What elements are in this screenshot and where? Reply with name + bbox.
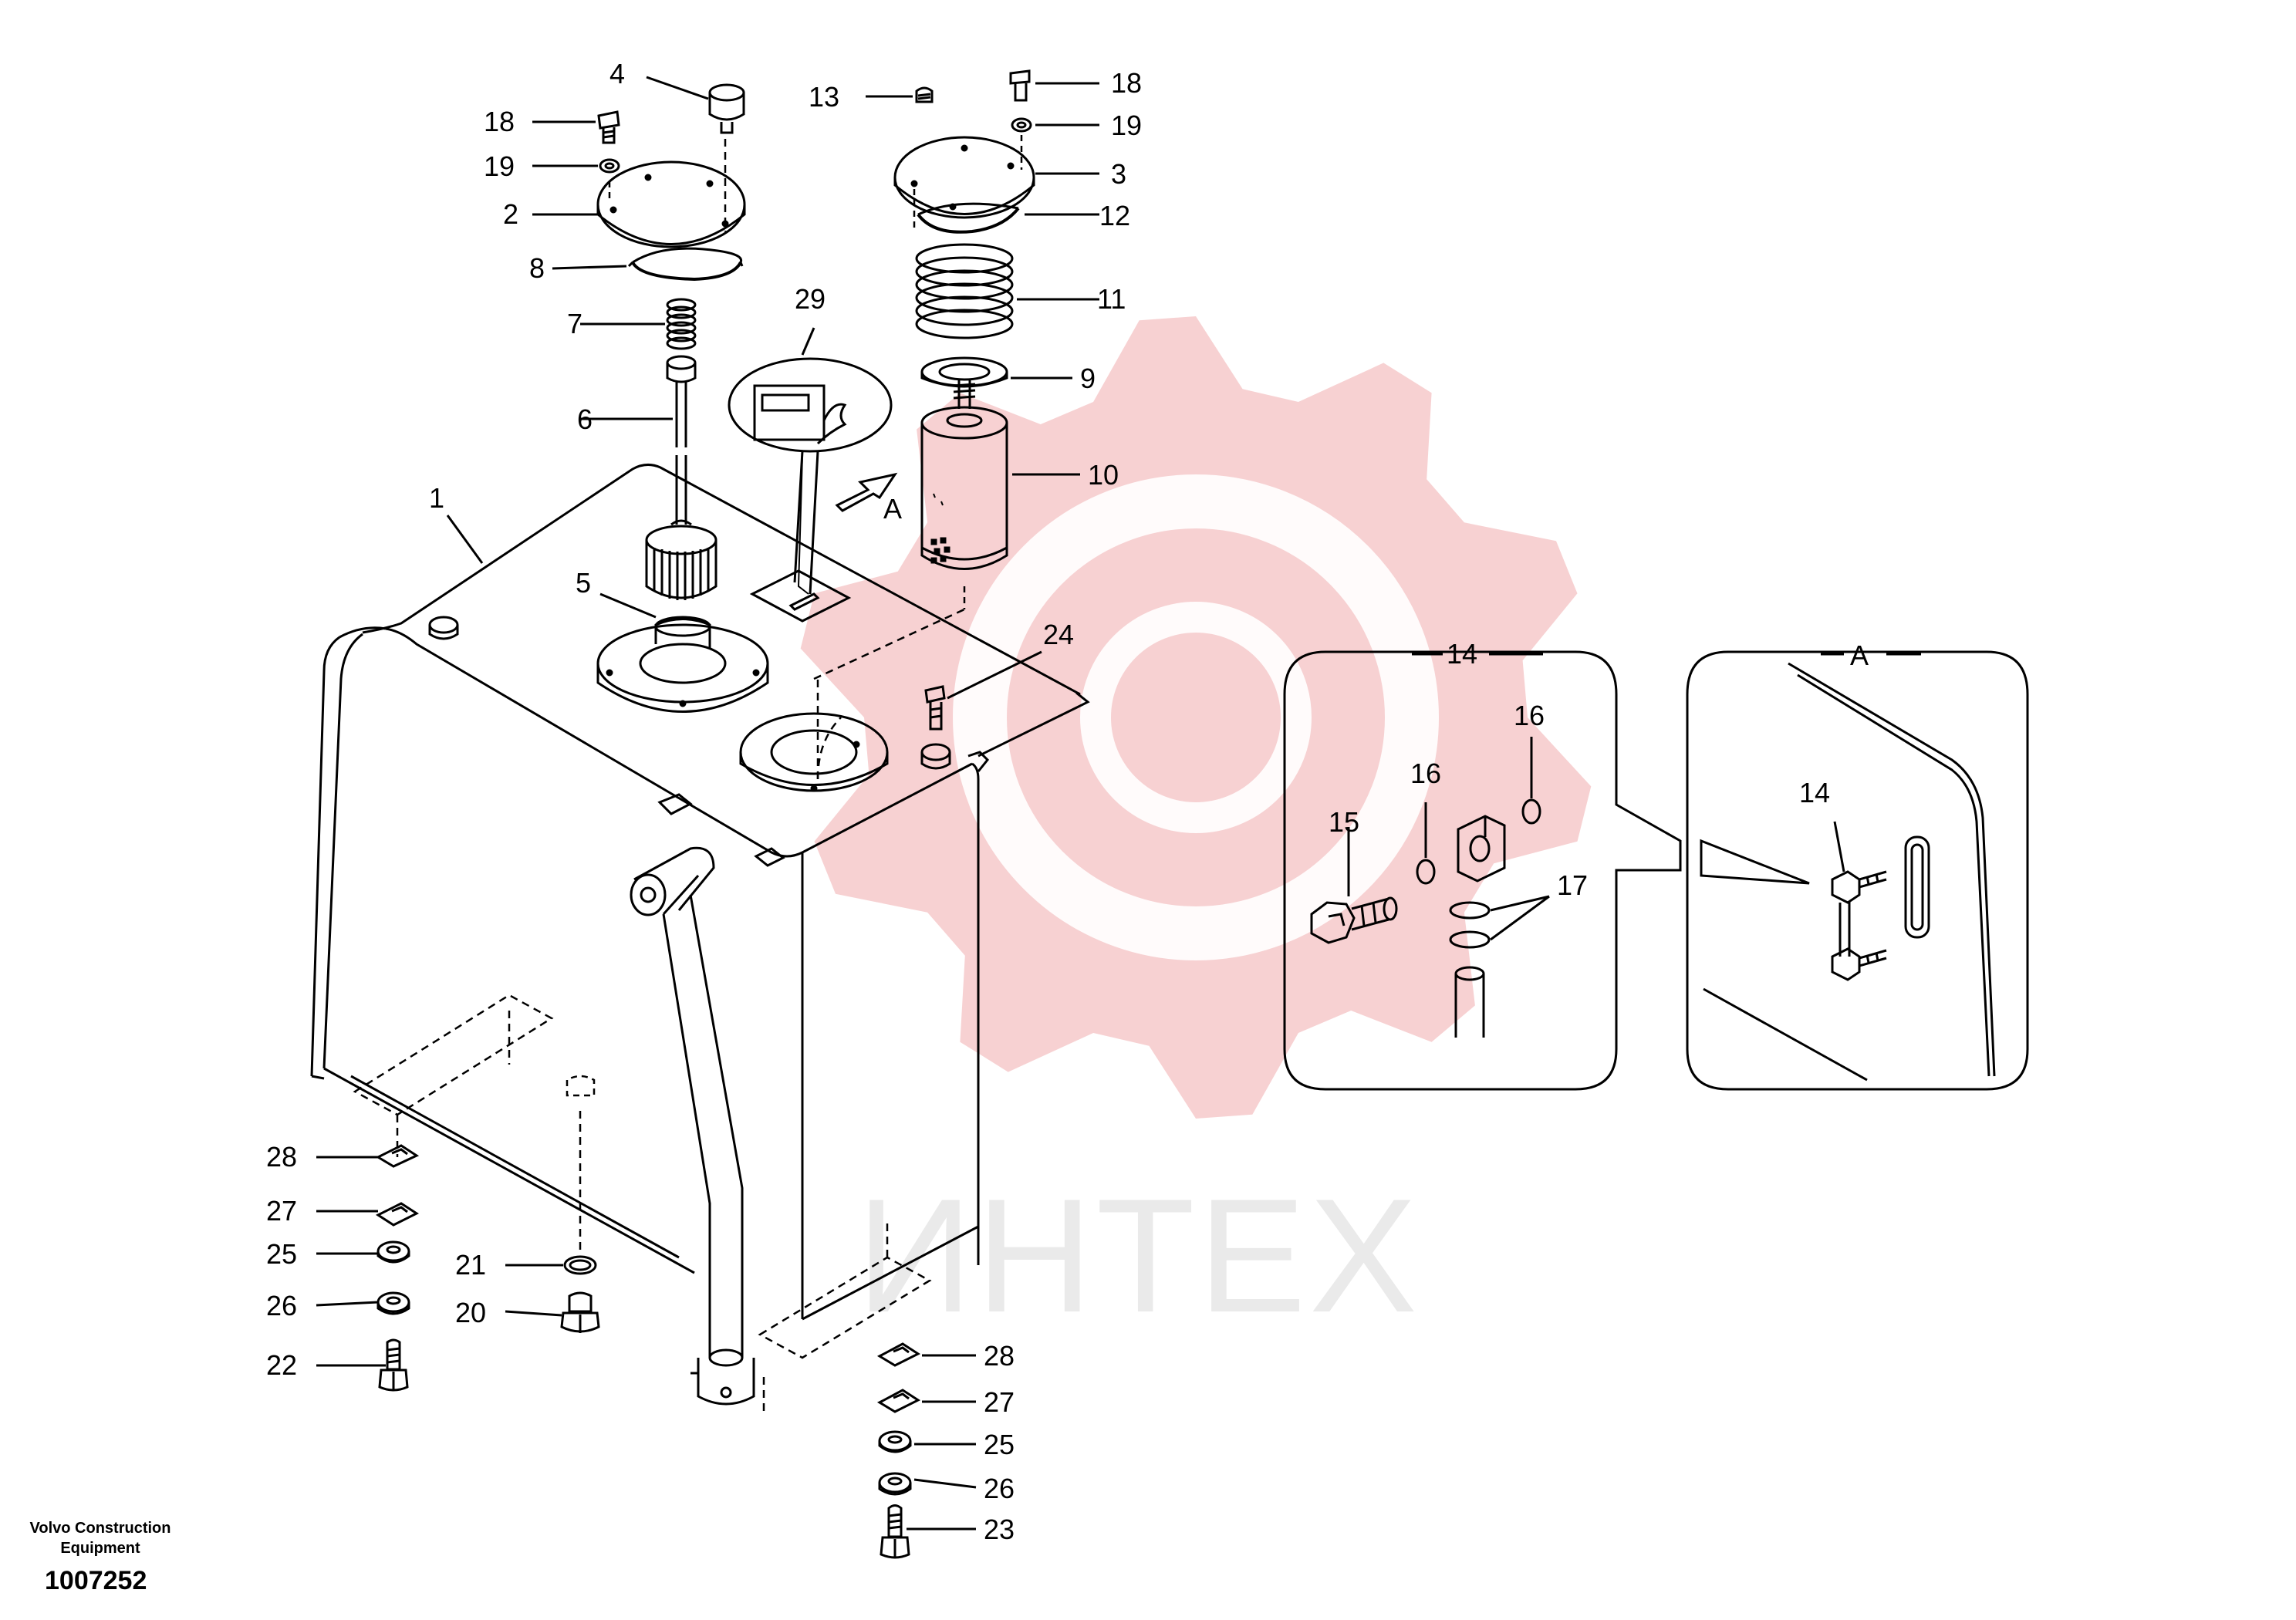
part-shim-28b	[876, 1342, 921, 1367]
callout-27b: 27	[984, 1386, 1015, 1418]
part-filter-10	[920, 406, 1008, 609]
part-breather-4	[708, 83, 745, 134]
callout-4: 4	[609, 58, 625, 89]
leader-lines	[316, 76, 1921, 1531]
callout-14a: 14	[1447, 638, 1477, 670]
callout-a1: A	[883, 493, 902, 525]
detail-14-parts	[1310, 798, 1541, 1038]
part-bolt-18a	[597, 110, 620, 144]
part-ring-8	[627, 247, 744, 282]
callout-3: 3	[1111, 158, 1126, 190]
part-bolt-24	[920, 685, 951, 770]
part-rod-6	[666, 355, 697, 525]
part-lockwasher-26b	[878, 1472, 912, 1496]
callout-24: 24	[1043, 619, 1074, 650]
part-bolt-23	[880, 1504, 910, 1559]
callout-1: 1	[429, 482, 444, 514]
part-valve-9	[920, 356, 1008, 409]
watermark-text: ИНТЕХ	[856, 1165, 1420, 1346]
callout-17: 17	[1557, 869, 1588, 901]
callout-12: 12	[1099, 200, 1130, 231]
part-shim-27b	[876, 1389, 921, 1413]
part-decal-29	[728, 357, 893, 623]
part-spring-11	[915, 243, 1014, 339]
part-flange-ring	[739, 608, 965, 792]
part-plug-top	[566, 1075, 596, 1097]
footer-code: 1007252	[45, 1566, 147, 1595]
part-washer-25a	[376, 1240, 410, 1264]
part-washer-19b	[1011, 117, 1032, 133]
callout-10: 10	[1088, 459, 1119, 491]
callout-22: 22	[266, 1349, 297, 1381]
callout-5: 5	[576, 567, 591, 599]
callout-26a: 26	[266, 1290, 297, 1321]
callout-19b: 19	[1111, 110, 1142, 141]
callout-29: 29	[795, 283, 826, 315]
part-bolt-22	[378, 1338, 409, 1392]
part-plug-20	[560, 1291, 600, 1333]
callout-14b: 14	[1799, 777, 1830, 808]
callout-a2: A	[1850, 640, 1869, 671]
callout-15: 15	[1329, 806, 1359, 838]
callout-8: 8	[529, 252, 545, 284]
view-arrow-a	[835, 472, 898, 512]
callout-13: 13	[809, 81, 839, 113]
callout-28b: 28	[984, 1340, 1015, 1372]
detail-a-frame	[1686, 650, 2029, 1091]
part-ring-12	[917, 202, 1020, 234]
part-strainer-5	[596, 519, 769, 713]
part-shim-28a	[375, 1144, 420, 1168]
callout-18a: 18	[484, 106, 515, 137]
callout-11: 11	[1097, 283, 1126, 315]
callout-23: 23	[984, 1514, 1015, 1545]
callout-20: 20	[455, 1297, 486, 1328]
part-washer-25b	[878, 1430, 912, 1453]
suction-pipe	[630, 846, 755, 1406]
detail-14-frame	[1283, 650, 1682, 1091]
callout-16a: 16	[1410, 758, 1441, 789]
part-shim-27a	[375, 1202, 420, 1227]
callout-19a: 19	[484, 150, 515, 182]
mount-dashed-outlines	[353, 679, 932, 1416]
callout-26b: 26	[984, 1473, 1015, 1504]
callout-25a: 25	[266, 1238, 297, 1270]
part-cover-2	[596, 139, 746, 248]
callout-18b: 18	[1111, 67, 1142, 99]
part-plug-13	[915, 86, 934, 103]
watermark-gear-icon	[800, 316, 1592, 1119]
callout-6: 6	[577, 403, 593, 435]
callout-27a: 27	[266, 1195, 297, 1227]
part-spring-7	[666, 298, 697, 350]
callout-7: 7	[567, 308, 582, 339]
callout-2: 2	[503, 198, 518, 230]
callout-labels: 4 18 19 2 8 7 6 1 5 29 A 13 18 19 3 12 1…	[266, 58, 1869, 1545]
part-oring-21	[563, 1255, 597, 1275]
part-bolt-18b	[1009, 69, 1031, 102]
callout-25b: 25	[984, 1429, 1015, 1460]
part-lockwasher-26a	[376, 1291, 410, 1315]
footer-brand: Volvo Construction Equipment	[29, 1520, 171, 1557]
detail-a-parts	[1700, 662, 1996, 1082]
callout-16b: 16	[1514, 700, 1545, 731]
watermark: ИНТЕХ	[800, 316, 1592, 1346]
callout-28a: 28	[266, 1141, 297, 1173]
callout-21: 21	[455, 1249, 486, 1281]
hydraulic-tank	[310, 464, 1090, 1321]
callout-9: 9	[1080, 363, 1096, 394]
part-cover-3	[893, 135, 1035, 231]
part-washer-19a	[599, 158, 620, 174]
